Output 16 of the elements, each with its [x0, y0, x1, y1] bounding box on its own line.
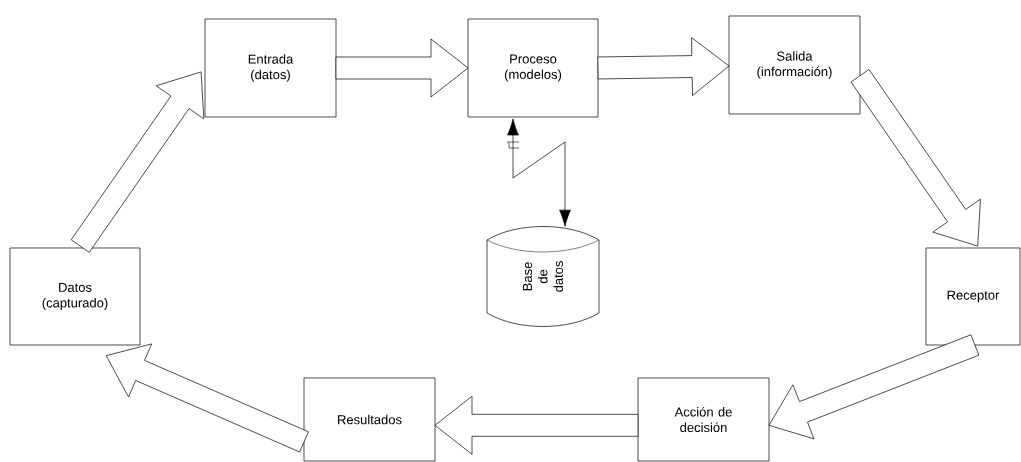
process-box: Entrada (datos): [204, 18, 337, 118]
block-arrow: [768, 334, 980, 440]
block-arrow: [105, 343, 309, 453]
process-box: Datos (capturado): [9, 247, 141, 346]
block-arrow: [597, 37, 730, 96]
block-arrow: [335, 38, 469, 98]
zigzag-arrow: [507, 118, 571, 227]
block-arrow: [70, 71, 205, 253]
process-box: Proceso (modelos): [467, 18, 599, 118]
process-box: Acción de decisión: [637, 377, 770, 462]
process-box: Receptor: [925, 247, 1021, 346]
process-box: Resultados: [303, 377, 436, 462]
process-box: Salida (información): [728, 15, 861, 115]
block-arrow: [850, 69, 981, 247]
database-cylinder: Base de datos: [486, 226, 600, 327]
block-arrow: [434, 395, 639, 455]
